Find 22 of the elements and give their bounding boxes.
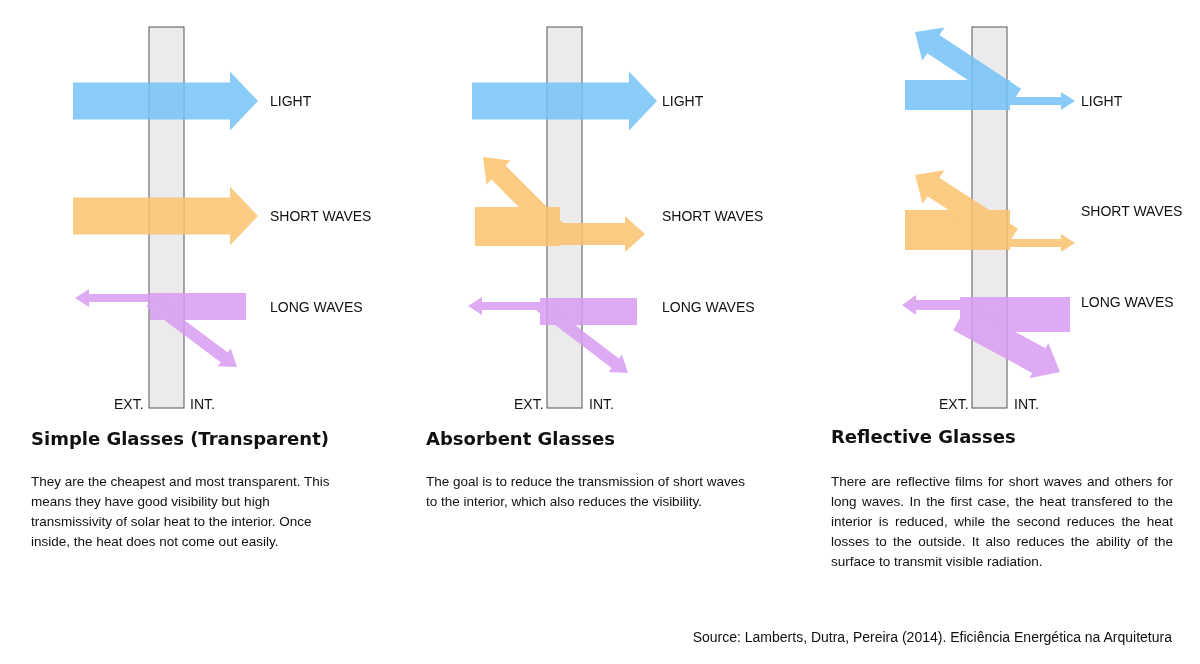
panel-title: Simple Glasses (Transparent) xyxy=(31,427,329,451)
ray-label: LIGHT xyxy=(662,92,704,110)
panel-title: Reflective Glasses xyxy=(831,425,1016,449)
interior-label: INT. xyxy=(1014,395,1039,413)
ray-label: LIGHT xyxy=(1081,92,1123,110)
interior-label: INT. xyxy=(190,395,215,413)
description-text: They are the cheapest and most transparent. This means they have good visibility but high transmissivity of solar heat to the interior. Once inside, the heat does not come out easily. xyxy=(31,473,331,551)
ray-label: LONG WAVES xyxy=(662,298,755,316)
description-text: There are reflective films for short waves and others for long waves. In the first case, the heat transfered to the interior is reduced, while the second reduces the heat losses to the outside. It also reduces the ability of the surface to transmit visible radiation. xyxy=(831,473,1173,571)
interior-label: INT. xyxy=(589,395,614,413)
exterior-label: EXT. xyxy=(514,395,544,413)
ray-label: LIGHT xyxy=(270,92,312,110)
ray-label: SHORT WAVES xyxy=(662,207,764,225)
exterior-label: EXT. xyxy=(114,395,144,413)
ray-label: SHORT WAVES xyxy=(1081,202,1183,220)
source-caption: Source: Lamberts, Dutra, Pereira (2014). Eficiência Energética na Arquitetura xyxy=(692,628,1172,646)
ray-label: LONG WAVES xyxy=(270,298,363,316)
ray-label: SHORT WAVES xyxy=(270,207,372,225)
exterior-label: EXT. xyxy=(939,395,969,413)
ray-label: LONG WAVES xyxy=(1081,293,1174,311)
panel-title: Absorbent Glasses xyxy=(426,427,615,451)
description-text: The goal is to reduce the transmission of short waves to the interior, which also reduces the visibility. xyxy=(426,473,746,511)
